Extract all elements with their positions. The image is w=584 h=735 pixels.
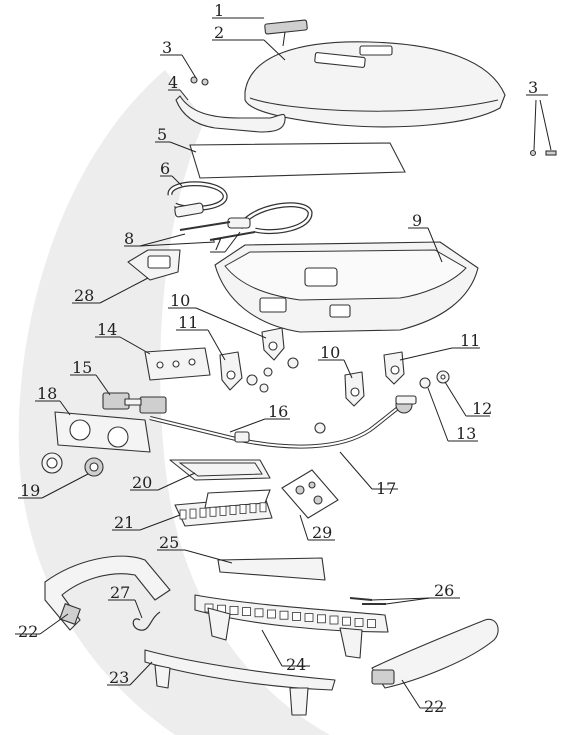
label-21: 21 xyxy=(114,513,134,532)
frame-hole xyxy=(267,609,276,619)
part-nut-12 xyxy=(436,370,450,384)
label-19: 19 xyxy=(20,481,40,500)
tray-rib xyxy=(249,503,257,514)
leader-lines xyxy=(15,17,552,709)
part-control-panel-bracket xyxy=(144,347,211,381)
label-22b: 22 xyxy=(424,697,444,716)
label-29: 29 xyxy=(312,523,332,542)
part-leg-frame xyxy=(194,594,389,659)
frame-hole xyxy=(279,610,289,620)
label-20: 20 xyxy=(132,473,152,492)
part-thermometer xyxy=(264,19,308,47)
part-heat-shield xyxy=(127,249,181,281)
part-bracket-mid xyxy=(344,371,365,407)
label-17: 17 xyxy=(376,479,396,498)
label-1: 1 xyxy=(214,1,224,20)
tray-rib xyxy=(209,506,217,517)
part-bracket-center xyxy=(261,327,285,361)
label-18: 18 xyxy=(37,384,57,403)
label-25: 25 xyxy=(159,533,179,552)
label-3b: 3 xyxy=(528,78,538,97)
part-valves xyxy=(102,392,167,414)
tray-rib xyxy=(259,502,267,513)
part-bracket-right xyxy=(383,351,405,385)
part-control-panel xyxy=(54,411,151,453)
label-26: 26 xyxy=(434,581,454,600)
frame-hole xyxy=(354,618,364,627)
label-4: 4 xyxy=(168,73,178,92)
label-16: 16 xyxy=(268,402,288,421)
frame-hole xyxy=(317,614,326,624)
label-11a: 11 xyxy=(178,313,198,332)
tray-rib xyxy=(239,504,247,515)
frame-hole xyxy=(304,613,314,622)
part-plate xyxy=(217,557,326,581)
label-12: 12 xyxy=(472,399,492,418)
tray-rib xyxy=(229,505,237,515)
tray-rib xyxy=(219,505,227,516)
part-firebox xyxy=(214,241,479,333)
part-hardware-bag xyxy=(281,469,339,519)
label-7: 7 xyxy=(212,235,222,254)
label-23: 23 xyxy=(109,668,129,687)
part-front-leg xyxy=(144,649,336,716)
part-nuts-center xyxy=(246,357,326,434)
part-knobs xyxy=(41,452,104,477)
label-15: 15 xyxy=(72,358,92,377)
part-screws-left xyxy=(190,76,209,86)
label-22a: 22 xyxy=(18,622,38,641)
part-leg-left xyxy=(44,555,171,631)
frame-hole xyxy=(242,607,251,616)
tray-rib xyxy=(179,509,187,520)
label-10a: 10 xyxy=(170,291,190,310)
frame-hole xyxy=(367,619,376,628)
part-nut-13 xyxy=(419,377,431,389)
part-screws-right xyxy=(529,149,557,157)
part-bracket-left xyxy=(219,351,243,391)
label-11b: 11 xyxy=(460,331,480,350)
frame-hole xyxy=(329,615,339,625)
label-8: 8 xyxy=(124,229,134,248)
part-bolts xyxy=(349,597,386,605)
part-grease-tray xyxy=(169,459,271,481)
frame-hole xyxy=(254,608,264,618)
label-6: 6 xyxy=(160,159,170,178)
label-2: 2 xyxy=(214,23,224,42)
tray-rib xyxy=(199,507,207,518)
part-lid xyxy=(244,41,506,128)
label-28: 28 xyxy=(74,286,94,305)
frame-hole xyxy=(342,616,351,626)
part-wire xyxy=(132,611,161,631)
frame-hole xyxy=(292,612,301,621)
part-pins xyxy=(179,221,256,241)
label-13: 13 xyxy=(456,424,476,443)
part-number-labels: 1 2 3 3 4 5 6 7 8 9 10 10 11 11 12 13 14… xyxy=(18,1,538,716)
label-10b: 10 xyxy=(320,343,340,362)
part-cooking-grate xyxy=(189,142,406,179)
label-14: 14 xyxy=(97,320,117,339)
label-27: 27 xyxy=(110,583,130,602)
tray-rib xyxy=(189,508,197,519)
frame-hole xyxy=(229,606,239,615)
label-3a: 3 xyxy=(162,38,172,57)
part-burner-tube xyxy=(227,202,313,235)
part-lid-handle xyxy=(175,95,286,133)
part-leg-right xyxy=(371,618,499,689)
label-5: 5 xyxy=(157,125,167,144)
part-drip-tray xyxy=(174,489,273,527)
label-9: 9 xyxy=(412,211,422,230)
label-24: 24 xyxy=(286,655,306,674)
part-regulator xyxy=(395,395,417,414)
part-burner xyxy=(167,181,228,218)
